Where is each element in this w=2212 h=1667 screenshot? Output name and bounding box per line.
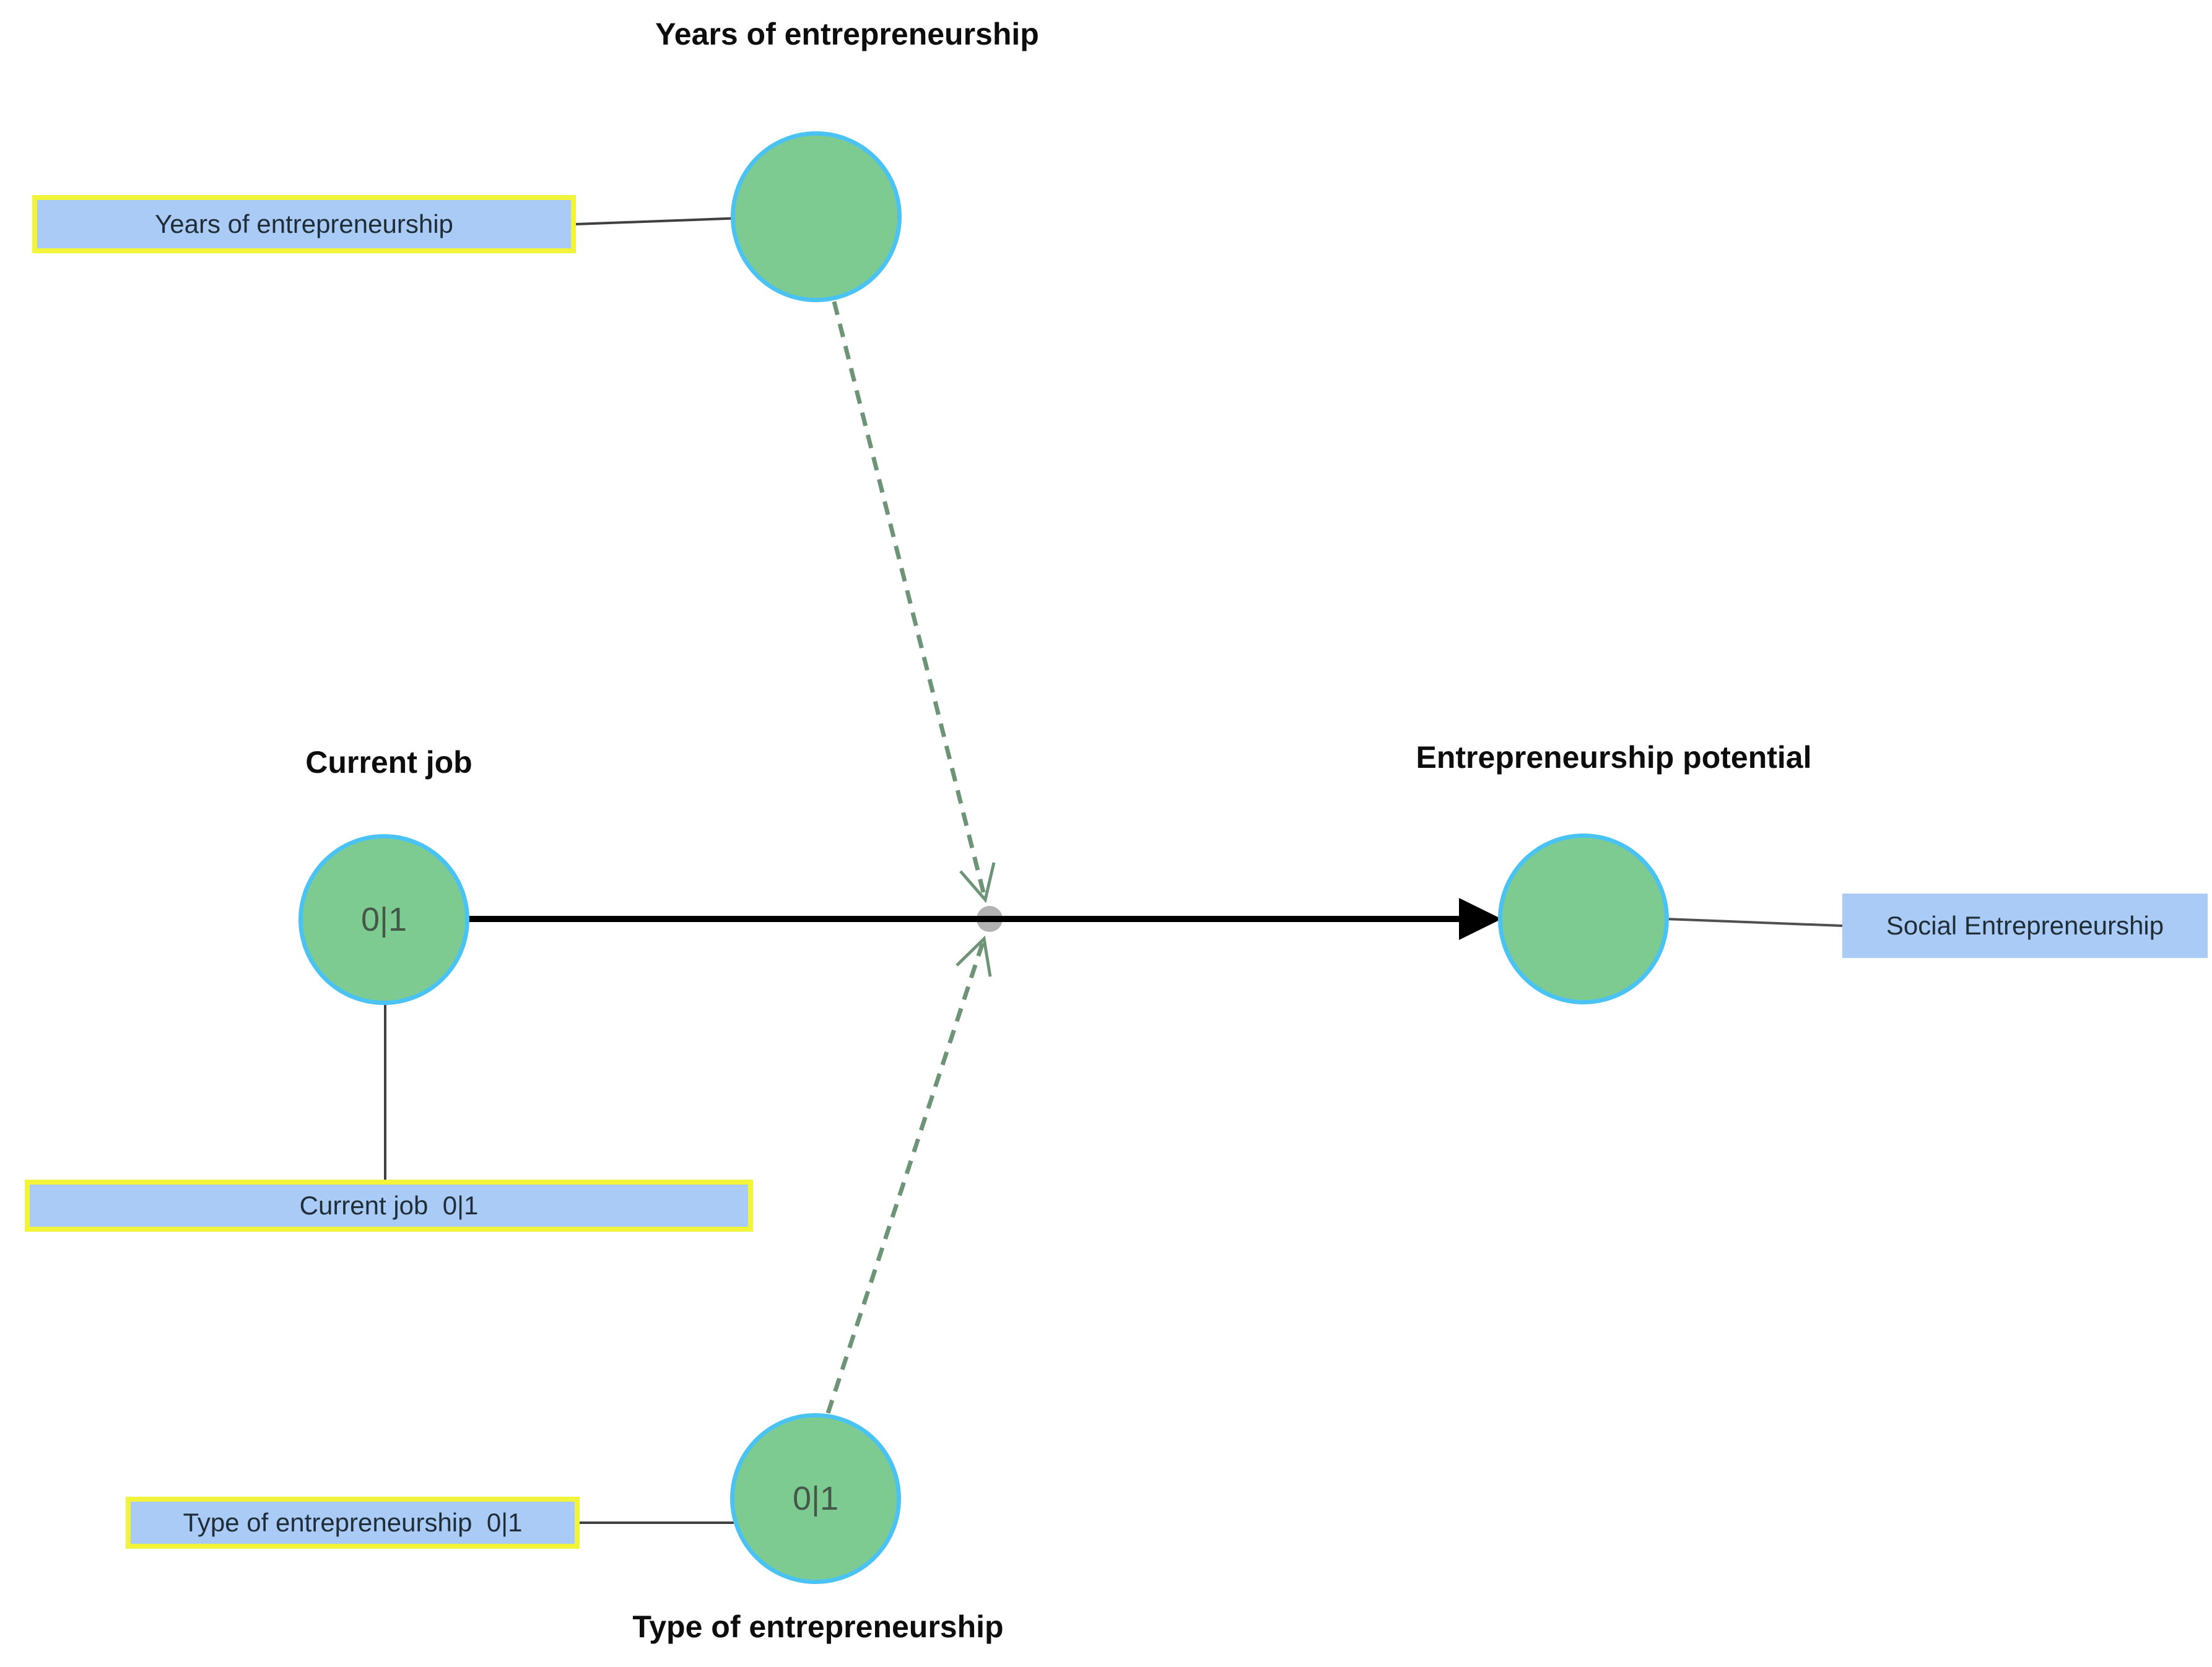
indicator-box-type[interactable]: Type of entrepreneurship 0|1 bbox=[126, 1497, 580, 1549]
path-arrowhead-icon bbox=[1459, 898, 1502, 940]
construct-circle-current-job-label: 0|1 bbox=[360, 901, 407, 938]
moderation-arrowhead-type-icon bbox=[956, 935, 992, 977]
construct-circle-type[interactable]: 0|1 bbox=[730, 1413, 901, 1584]
indicator-box-years[interactable]: Years of entrepreneurship bbox=[32, 195, 576, 253]
moderation-arrow-years[interactable] bbox=[832, 301, 988, 900]
connector-years-box-to-circle bbox=[575, 217, 744, 225]
connector-potential-circle-to-social-box bbox=[1665, 918, 1843, 927]
construct-circle-current-job[interactable]: 0|1 bbox=[298, 834, 469, 1005]
construct-circle-type-label: 0|1 bbox=[792, 1480, 839, 1517]
construct-title-current: Current job bbox=[305, 745, 472, 780]
indicator-box-social-entrepreneurship[interactable]: Social Entrepreneurship bbox=[1842, 894, 2208, 958]
construct-title-type: Type of entrepreneurship bbox=[632, 1609, 1004, 1644]
moderation-arrowhead-years-icon bbox=[959, 862, 996, 903]
construct-circle-entrepreneurship-potential[interactable] bbox=[1498, 834, 1669, 1004]
moderation-arrow-type[interactable] bbox=[825, 938, 986, 1414]
indicator-box-current-job[interactable]: Current job 0|1 bbox=[25, 1180, 753, 1232]
construct-title-years: Years of entrepreneurship bbox=[655, 17, 1039, 51]
construct-circle-years[interactable] bbox=[731, 131, 902, 302]
construct-title-potential: Entrepreneurship potential bbox=[1416, 740, 1812, 775]
